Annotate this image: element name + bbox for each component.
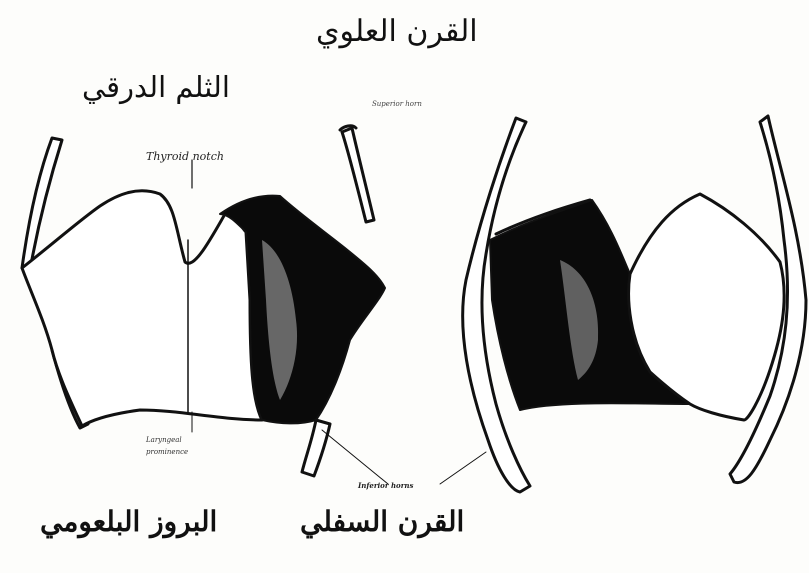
inferior-horn-leader-1 [322,430,388,484]
inferior-horn-leader-2 [440,452,486,484]
superior-horn-en-label: Superior horn [372,100,422,108]
left-lamina [22,191,262,426]
thyroid-notch-en-label: Thyroid notch [146,150,224,163]
lateral-view [440,116,806,492]
laryngeal-prominence-en-label-1: Laryngeal [145,436,182,444]
right-inferior-horn [302,420,330,476]
inferior-horn-label: القرن السفلي [300,505,464,538]
anterior-view [22,126,388,484]
laryngeal-prominence-label: البروز البلعومي [40,505,217,538]
superior-horn-label: القرن العلوي [316,14,478,49]
right-superior-horn [342,128,374,222]
inferior-horn-en-label: Inferior horns [357,481,414,490]
thyroid-notch-label: الثلم الدرقي [82,70,230,104]
laryngeal-prominence-en-label-2: prominence [146,448,188,456]
